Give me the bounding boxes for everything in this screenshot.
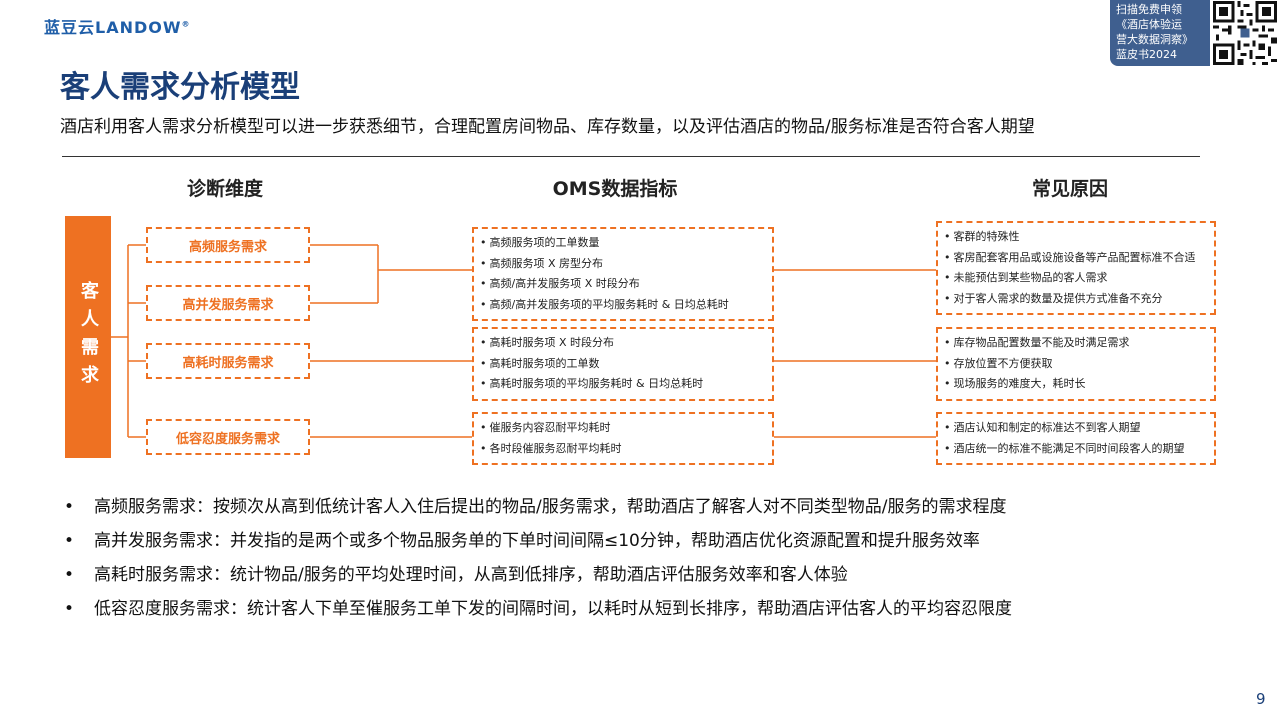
metric-item: 各时段催服务忍耐平均耗时 [480, 439, 766, 460]
promo-line: 蓝皮书2024 [1116, 48, 1177, 61]
column-heading-metrics: OMS数据指标 [552, 178, 678, 200]
metric-item: 高频/高并发服务项的平均服务耗时 & 日均总耗时 [480, 295, 766, 316]
cause-item: 酒店统一的标准不能满足不同时间段客人的期望 [944, 439, 1208, 460]
metric-item: 高耗时服务项的工单数 [480, 354, 766, 375]
definition-item: 高频服务需求：按频次从高到低统计客人入住后提出的物品/服务需求，帮助酒店了解客人… [64, 490, 1012, 524]
causes-box-duration: 库存物品配置数量不能及时满足需求 存放位置不方便获取 现场服务的难度大，耗时长 [936, 327, 1216, 401]
metric-item: 高耗时服务项的平均服务耗时 & 日均总耗时 [480, 374, 766, 395]
definition-item: 高并发服务需求：并发指的是两个或多个物品服务单的下单时间间隔≤10分钟，帮助酒店… [64, 524, 1012, 558]
cause-item: 对于客人需求的数量及提供方式准备不充分 [944, 289, 1208, 310]
column-heading-dimension: 诊断维度 [186, 178, 263, 200]
metrics-box-tolerance: 催服务内容忍耐平均耗时 各时段催服务忍耐平均耗时 [472, 412, 774, 465]
causes-box-frequency-concurrency: 客群的特殊性 客房配套客用品或设施设备等产品配置标准不合适 未能预估到某些物品的… [936, 221, 1216, 315]
dimension-high-frequency: 高频服务需求 [146, 227, 310, 263]
cause-item: 未能预估到某些物品的客人需求 [944, 268, 1208, 289]
qr-code-icon[interactable] [1213, 1, 1277, 65]
dimension-high-duration: 高耗时服务需求 [146, 343, 310, 379]
definition-list: 高频服务需求：按频次从高到低统计客人入住后提出的物品/服务需求，帮助酒店了解客人… [64, 490, 1012, 626]
metric-item: 高频服务项的工单数量 [480, 233, 766, 254]
metric-item: 高耗时服务项 X 时段分布 [480, 333, 766, 354]
cause-item: 客房配套客用品或设施设备等产品配置标准不合适 [944, 248, 1208, 269]
customer-need-root: 客人需求 [65, 216, 111, 458]
promo-badge[interactable]: 扫描免费申领 《酒店体验运 营大数据洞察》 蓝皮书2024 [1110, 0, 1210, 66]
metric-item: 高频服务项 X 房型分布 [480, 254, 766, 275]
company-logo: 蓝豆云LANDOW® [44, 18, 191, 37]
dimension-high-concurrency: 高并发服务需求 [146, 285, 310, 321]
dimension-low-tolerance: 低容忍度服务需求 [146, 419, 310, 455]
cause-item: 现场服务的难度大，耗时长 [944, 374, 1208, 395]
promo-line: 营大数据洞察》 [1116, 33, 1193, 46]
metric-item: 高频/高并发服务项 X 时段分布 [480, 274, 766, 295]
cause-item: 库存物品配置数量不能及时满足需求 [944, 333, 1208, 354]
page-title: 客人需求分析模型 [60, 70, 300, 105]
column-heading-causes: 常见原因 [1031, 178, 1108, 200]
metrics-box-duration: 高耗时服务项 X 时段分布 高耗时服务项的工单数 高耗时服务项的平均服务耗时 &… [472, 327, 774, 401]
title-divider [62, 156, 1200, 157]
metric-item: 催服务内容忍耐平均耗时 [480, 418, 766, 439]
definition-item: 低容忍度服务需求：统计客人下单至催服务工单下发的间隔时间，以耗时从短到长排序，帮… [64, 592, 1012, 626]
promo-line: 《酒店体验运 [1116, 18, 1182, 31]
metrics-box-frequency-concurrency: 高频服务项的工单数量 高频服务项 X 房型分布 高频/高并发服务项 X 时段分布… [472, 227, 774, 321]
page-number: 9 [1256, 690, 1266, 708]
definition-item: 高耗时服务需求：统计物品/服务的平均处理时间，从高到低排序，帮助酒店评估服务效率… [64, 558, 1012, 592]
cause-item: 客群的特殊性 [944, 227, 1208, 248]
promo-line: 扫描免费申领 [1116, 3, 1182, 16]
cause-item: 酒店认知和制定的标准达不到客人期望 [944, 418, 1208, 439]
page-subtitle: 酒店利用客人需求分析模型可以进一步获悉细节，合理配置房间物品、库存数量，以及评估… [60, 117, 1035, 137]
causes-box-tolerance: 酒店认知和制定的标准达不到客人期望 酒店统一的标准不能满足不同时间段客人的期望 [936, 412, 1216, 465]
cause-item: 存放位置不方便获取 [944, 354, 1208, 375]
